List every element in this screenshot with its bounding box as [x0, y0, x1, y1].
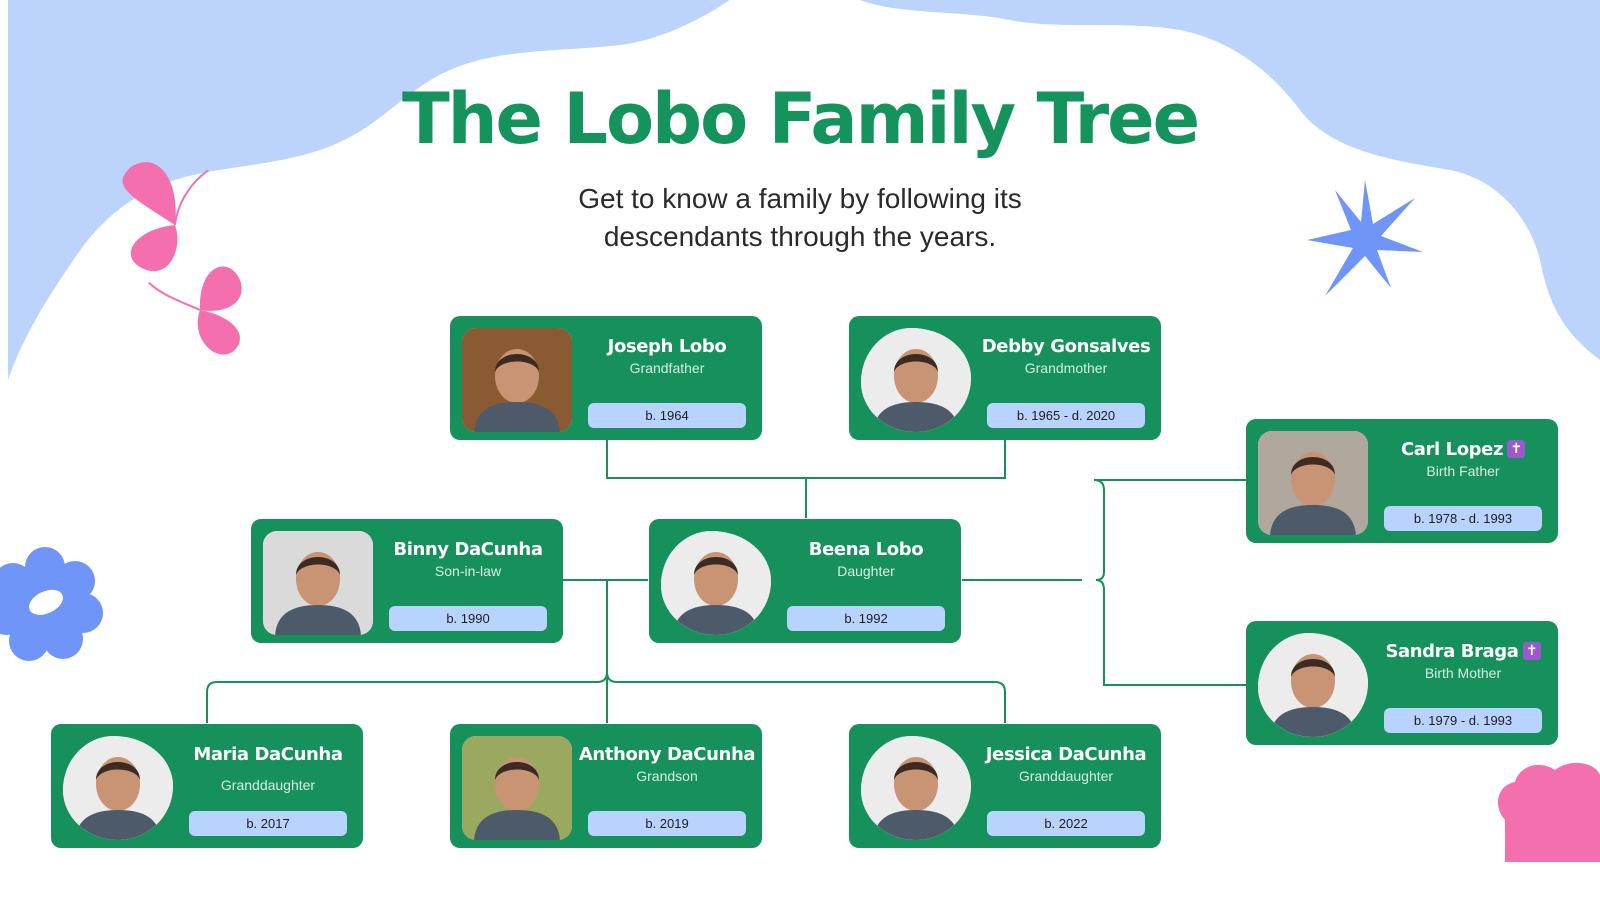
- member-name: Debby Gonsalves: [981, 336, 1151, 357]
- member-role: Grandfather: [629, 360, 705, 376]
- member-card-binny[interactable]: Binny DaCunha Son-in-law b. 1990: [251, 519, 563, 643]
- member-role: Birth Father: [1426, 463, 1500, 479]
- page-title: The Lobo Family Tree: [401, 78, 1200, 160]
- member-card-beena[interactable]: Beena Lobo Daughter b. 1992: [649, 519, 961, 643]
- member-dates: b. 2019: [588, 811, 746, 836]
- background-blob-shape: [8, 0, 1600, 380]
- member-dates: b. 1978 - d. 1993: [1384, 506, 1542, 531]
- member-dates: b. 1992: [787, 606, 945, 631]
- member-card-sandra[interactable]: Sandra Braga✝ Birth Mother b. 1979 - d. …: [1246, 621, 1558, 745]
- member-dates: b. 1979 - d. 1993: [1384, 708, 1542, 733]
- member-dates: b. 1964: [588, 403, 746, 428]
- butterfly-icon: [122, 162, 209, 271]
- subtitle-line: descendants through the years.: [603, 221, 997, 252]
- cross-icon: ✝: [1507, 440, 1526, 458]
- member-card-anthony[interactable]: Anthony DaCunha Grandson b. 2019: [450, 724, 762, 848]
- portrait-icon: [861, 736, 971, 840]
- member-card-jessica[interactable]: Jessica DaCunha Granddaughter b. 2022: [849, 724, 1161, 848]
- member-role: Grandmother: [1024, 360, 1108, 376]
- member-role: Son-in-law: [434, 563, 502, 579]
- blob-icon: [1497, 762, 1600, 862]
- portrait-icon: [462, 328, 572, 432]
- member-card-carl[interactable]: Carl Lopez✝ Birth Father b. 1978 - d. 19…: [1246, 419, 1558, 543]
- member-card-joseph[interactable]: Joseph Lobo Grandfather b. 1964: [450, 316, 762, 440]
- star-icon: [1307, 180, 1423, 296]
- member-name: Anthony DaCunha: [578, 744, 756, 765]
- member-dates: b. 1990: [389, 606, 547, 631]
- member-dates: b. 1965 - d. 2020: [987, 403, 1145, 428]
- member-role: Birth Mother: [1424, 665, 1502, 681]
- member-name: Carl Lopez✝: [1368, 439, 1558, 460]
- butterfly-icon: [148, 266, 242, 355]
- member-name: Sandra Braga✝: [1368, 641, 1558, 662]
- member-role: Granddaughter: [1018, 768, 1114, 784]
- portrait-icon: [861, 328, 971, 432]
- flower-icon: [0, 547, 103, 661]
- page-subtitle: Get to know a family by following its de…: [500, 180, 1100, 256]
- member-role: Grandson: [636, 768, 698, 784]
- portrait-icon: [462, 736, 572, 840]
- member-dates: b. 2022: [987, 811, 1145, 836]
- member-card-maria[interactable]: Maria DaCunha Granddaughter b. 2017: [51, 724, 363, 848]
- member-name: Joseph Lobo: [607, 336, 727, 357]
- member-name: Jessica DaCunha: [985, 744, 1147, 765]
- member-role: Daughter: [837, 563, 895, 579]
- subtitle-line: Get to know a family by following its: [578, 183, 1022, 214]
- member-name: Binny DaCunha: [393, 539, 543, 560]
- portrait-icon: [661, 531, 771, 635]
- member-dates: b. 2017: [189, 811, 347, 836]
- member-card-debby[interactable]: Debby Gonsalves Grandmother b. 1965 - d.…: [849, 316, 1161, 440]
- portrait-icon: [1258, 633, 1368, 737]
- portrait-icon: [1258, 431, 1368, 535]
- portrait-icon: [63, 736, 173, 840]
- member-name: Beena Lobo: [808, 539, 924, 560]
- portrait-icon: [263, 531, 373, 635]
- cross-icon: ✝: [1522, 642, 1541, 660]
- member-role: Granddaughter: [220, 777, 316, 793]
- member-name: Maria DaCunha: [193, 744, 343, 765]
